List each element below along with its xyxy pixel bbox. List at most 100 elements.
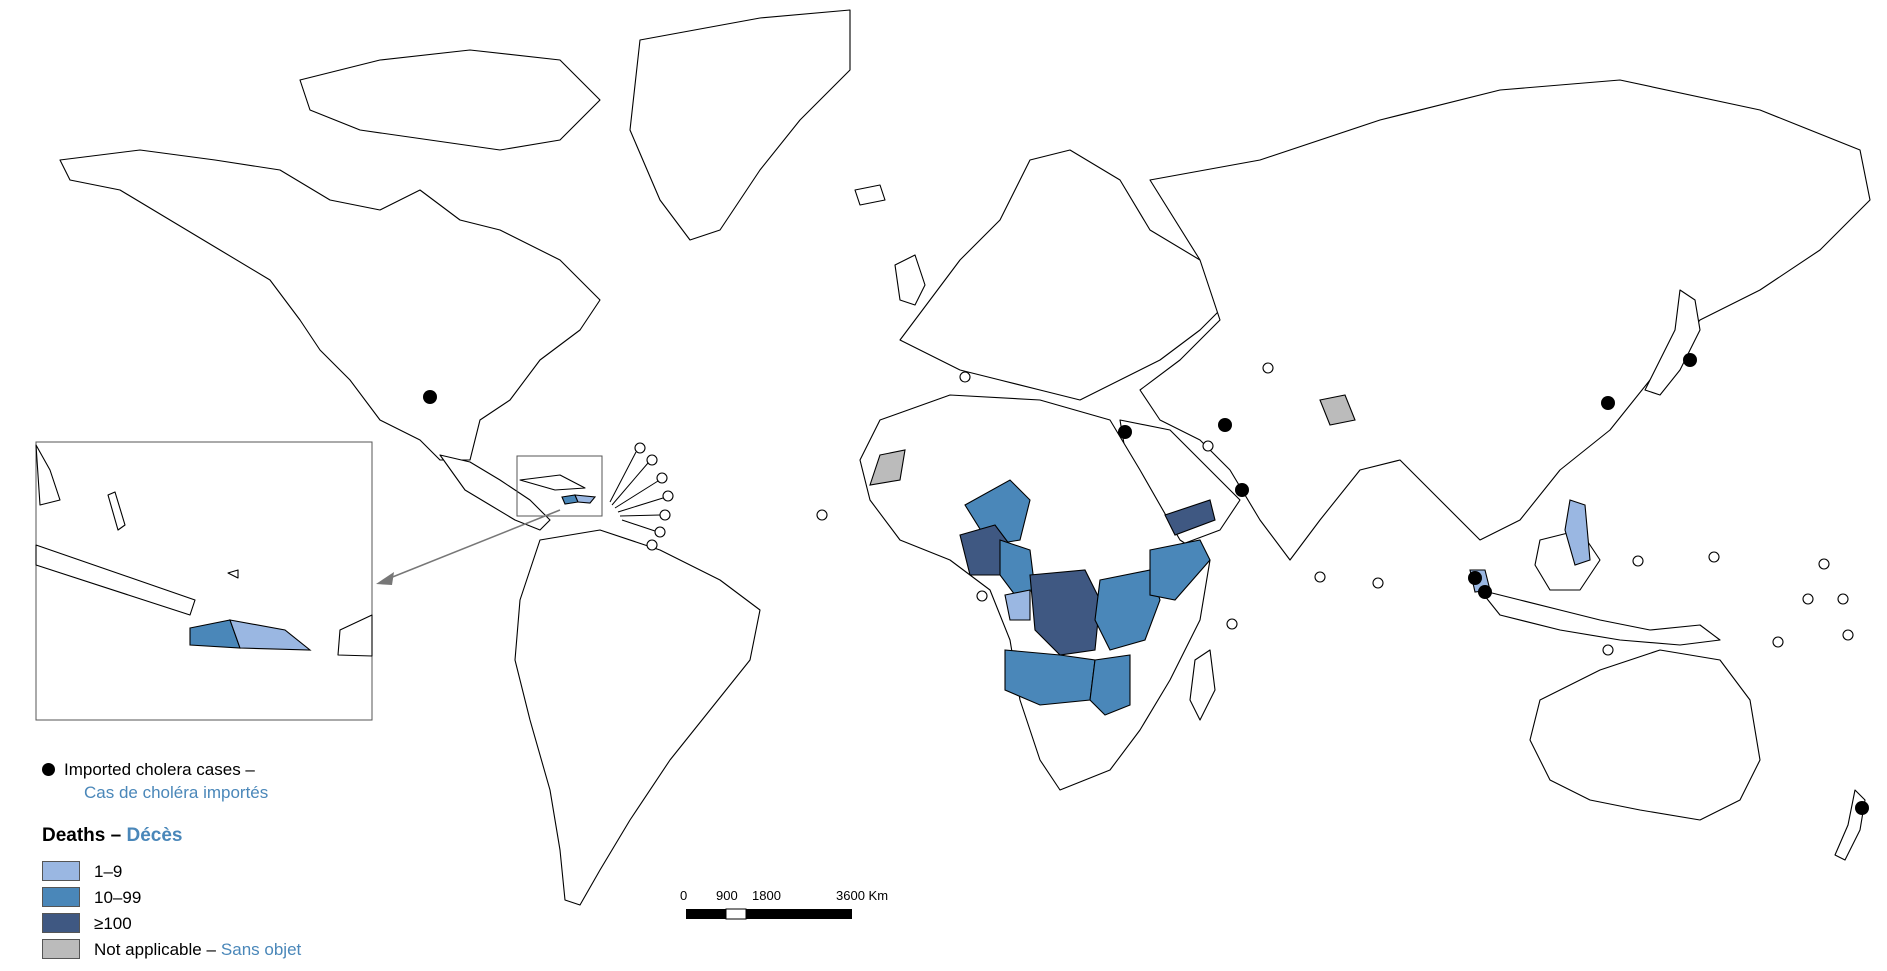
territory-circle [1837, 593, 1849, 605]
legend-class-10-99: 10–99 [42, 884, 301, 910]
territory-circle [659, 509, 671, 521]
kashmir-region [1319, 394, 1356, 426]
inset-arrowhead [376, 572, 394, 585]
legend-class-100-plus: ≥100 [42, 910, 301, 936]
inset-map [35, 441, 373, 721]
inset-island-north [35, 444, 61, 506]
united-kingdom [894, 254, 926, 306]
scale-segment [766, 909, 852, 919]
marker-malaysia [1468, 571, 1482, 585]
madagascar [1189, 649, 1216, 721]
marker-singapore [1478, 585, 1492, 599]
deaths-title-en: Deaths – [42, 825, 122, 846]
scale-segment [746, 909, 766, 919]
territory-circle [1262, 362, 1274, 374]
legend-imported-label-fr: Cas de choléra importés [84, 783, 269, 802]
marker-iran [1218, 418, 1232, 432]
inset-dominican-republic [229, 619, 312, 651]
swatch-100-plus [42, 913, 80, 933]
marker-usa [423, 390, 437, 404]
caribbean-leader-lines [609, 451, 664, 532]
greenland [629, 9, 851, 241]
marker-korea [1601, 396, 1615, 410]
philippines [1564, 499, 1591, 566]
yemen [1164, 499, 1216, 536]
marker-japan [1683, 353, 1697, 367]
swatch-1-9 [42, 861, 80, 881]
class-label: 10–99 [94, 887, 142, 907]
territory-circle [656, 472, 668, 484]
leader-line [611, 462, 649, 506]
territory-circle [1314, 571, 1326, 583]
central-america [439, 454, 551, 531]
legend-class-not-applicable: Not applicable – Sans objet [42, 936, 301, 962]
congo-gabon [1004, 589, 1031, 621]
mozambique-malawi [1089, 654, 1131, 716]
leader-line [619, 514, 661, 517]
dominican-republic [574, 494, 597, 504]
inset-arrow [384, 509, 561, 581]
inset-jamaica [107, 491, 126, 531]
deaths-title-fr: Décès [126, 825, 183, 846]
territory-circle [634, 442, 646, 454]
black-circle-icon [42, 762, 55, 776]
scale-tick-0: 0 [680, 888, 687, 903]
north-america [59, 149, 601, 461]
territory-circle [1202, 440, 1214, 452]
territory-circle [959, 371, 971, 383]
inset-puerto-rico [337, 614, 373, 657]
legend-imported-label: Imported cholera cases – [64, 759, 255, 779]
territory-circle [1842, 629, 1854, 641]
territory-circle [646, 454, 658, 466]
inset-small-island [227, 569, 239, 579]
territory-circle [1818, 558, 1830, 570]
territory-circle [654, 526, 666, 538]
inset-frame [35, 441, 373, 721]
territory-circle [976, 590, 988, 602]
marker-oman [1235, 483, 1249, 497]
new-zealand [1834, 789, 1866, 861]
territory-circle [1372, 577, 1384, 589]
asia [1139, 79, 1871, 561]
class-label: 1–9 [94, 861, 123, 881]
territory-circle [1802, 593, 1814, 605]
arctic-islands [299, 49, 601, 151]
legend-class-1-9: 1–9 [42, 858, 301, 884]
leader-line [614, 480, 659, 509]
affected-countries [869, 394, 1591, 716]
leader-line [621, 519, 656, 532]
scale-tick-1800: 1800 [752, 888, 781, 903]
somalia-ethiopia [1149, 539, 1211, 601]
scale-tick-3600: 3600 Km [836, 888, 888, 903]
cuba [519, 474, 586, 491]
marker-new-zealand [1855, 801, 1869, 815]
territory-circle [1226, 618, 1238, 630]
class-label: Not applicable – [94, 939, 216, 959]
inset-cuba [35, 544, 196, 616]
scale-bar: 0 900 1800 3600 Km [680, 888, 888, 920]
territory-circle [662, 490, 674, 502]
south-america [514, 529, 761, 906]
legend-imported-cases: Imported cholera cases – [42, 756, 301, 782]
territory-circle [816, 509, 828, 521]
small-territory-markers [634, 362, 1854, 656]
dr-congo [1029, 569, 1101, 656]
western-sahara [869, 449, 906, 486]
leader-line [617, 497, 664, 513]
swatch-10-99 [42, 887, 80, 907]
land-masses [59, 9, 1871, 906]
territory-circle [1632, 555, 1644, 567]
territory-circle [1708, 551, 1720, 563]
scale-segment [725, 908, 747, 920]
japan [1644, 289, 1701, 396]
scale-tick-900: 900 [716, 888, 738, 903]
class-label: ≥100 [94, 913, 132, 933]
marker-israel [1118, 425, 1132, 439]
scale-segment [686, 909, 726, 919]
legend-deaths-title: Deaths – Décès [42, 825, 301, 846]
territory-circle [1602, 644, 1614, 656]
territory-circle [646, 539, 658, 551]
australia [1529, 649, 1761, 821]
indonesia [1479, 589, 1721, 646]
